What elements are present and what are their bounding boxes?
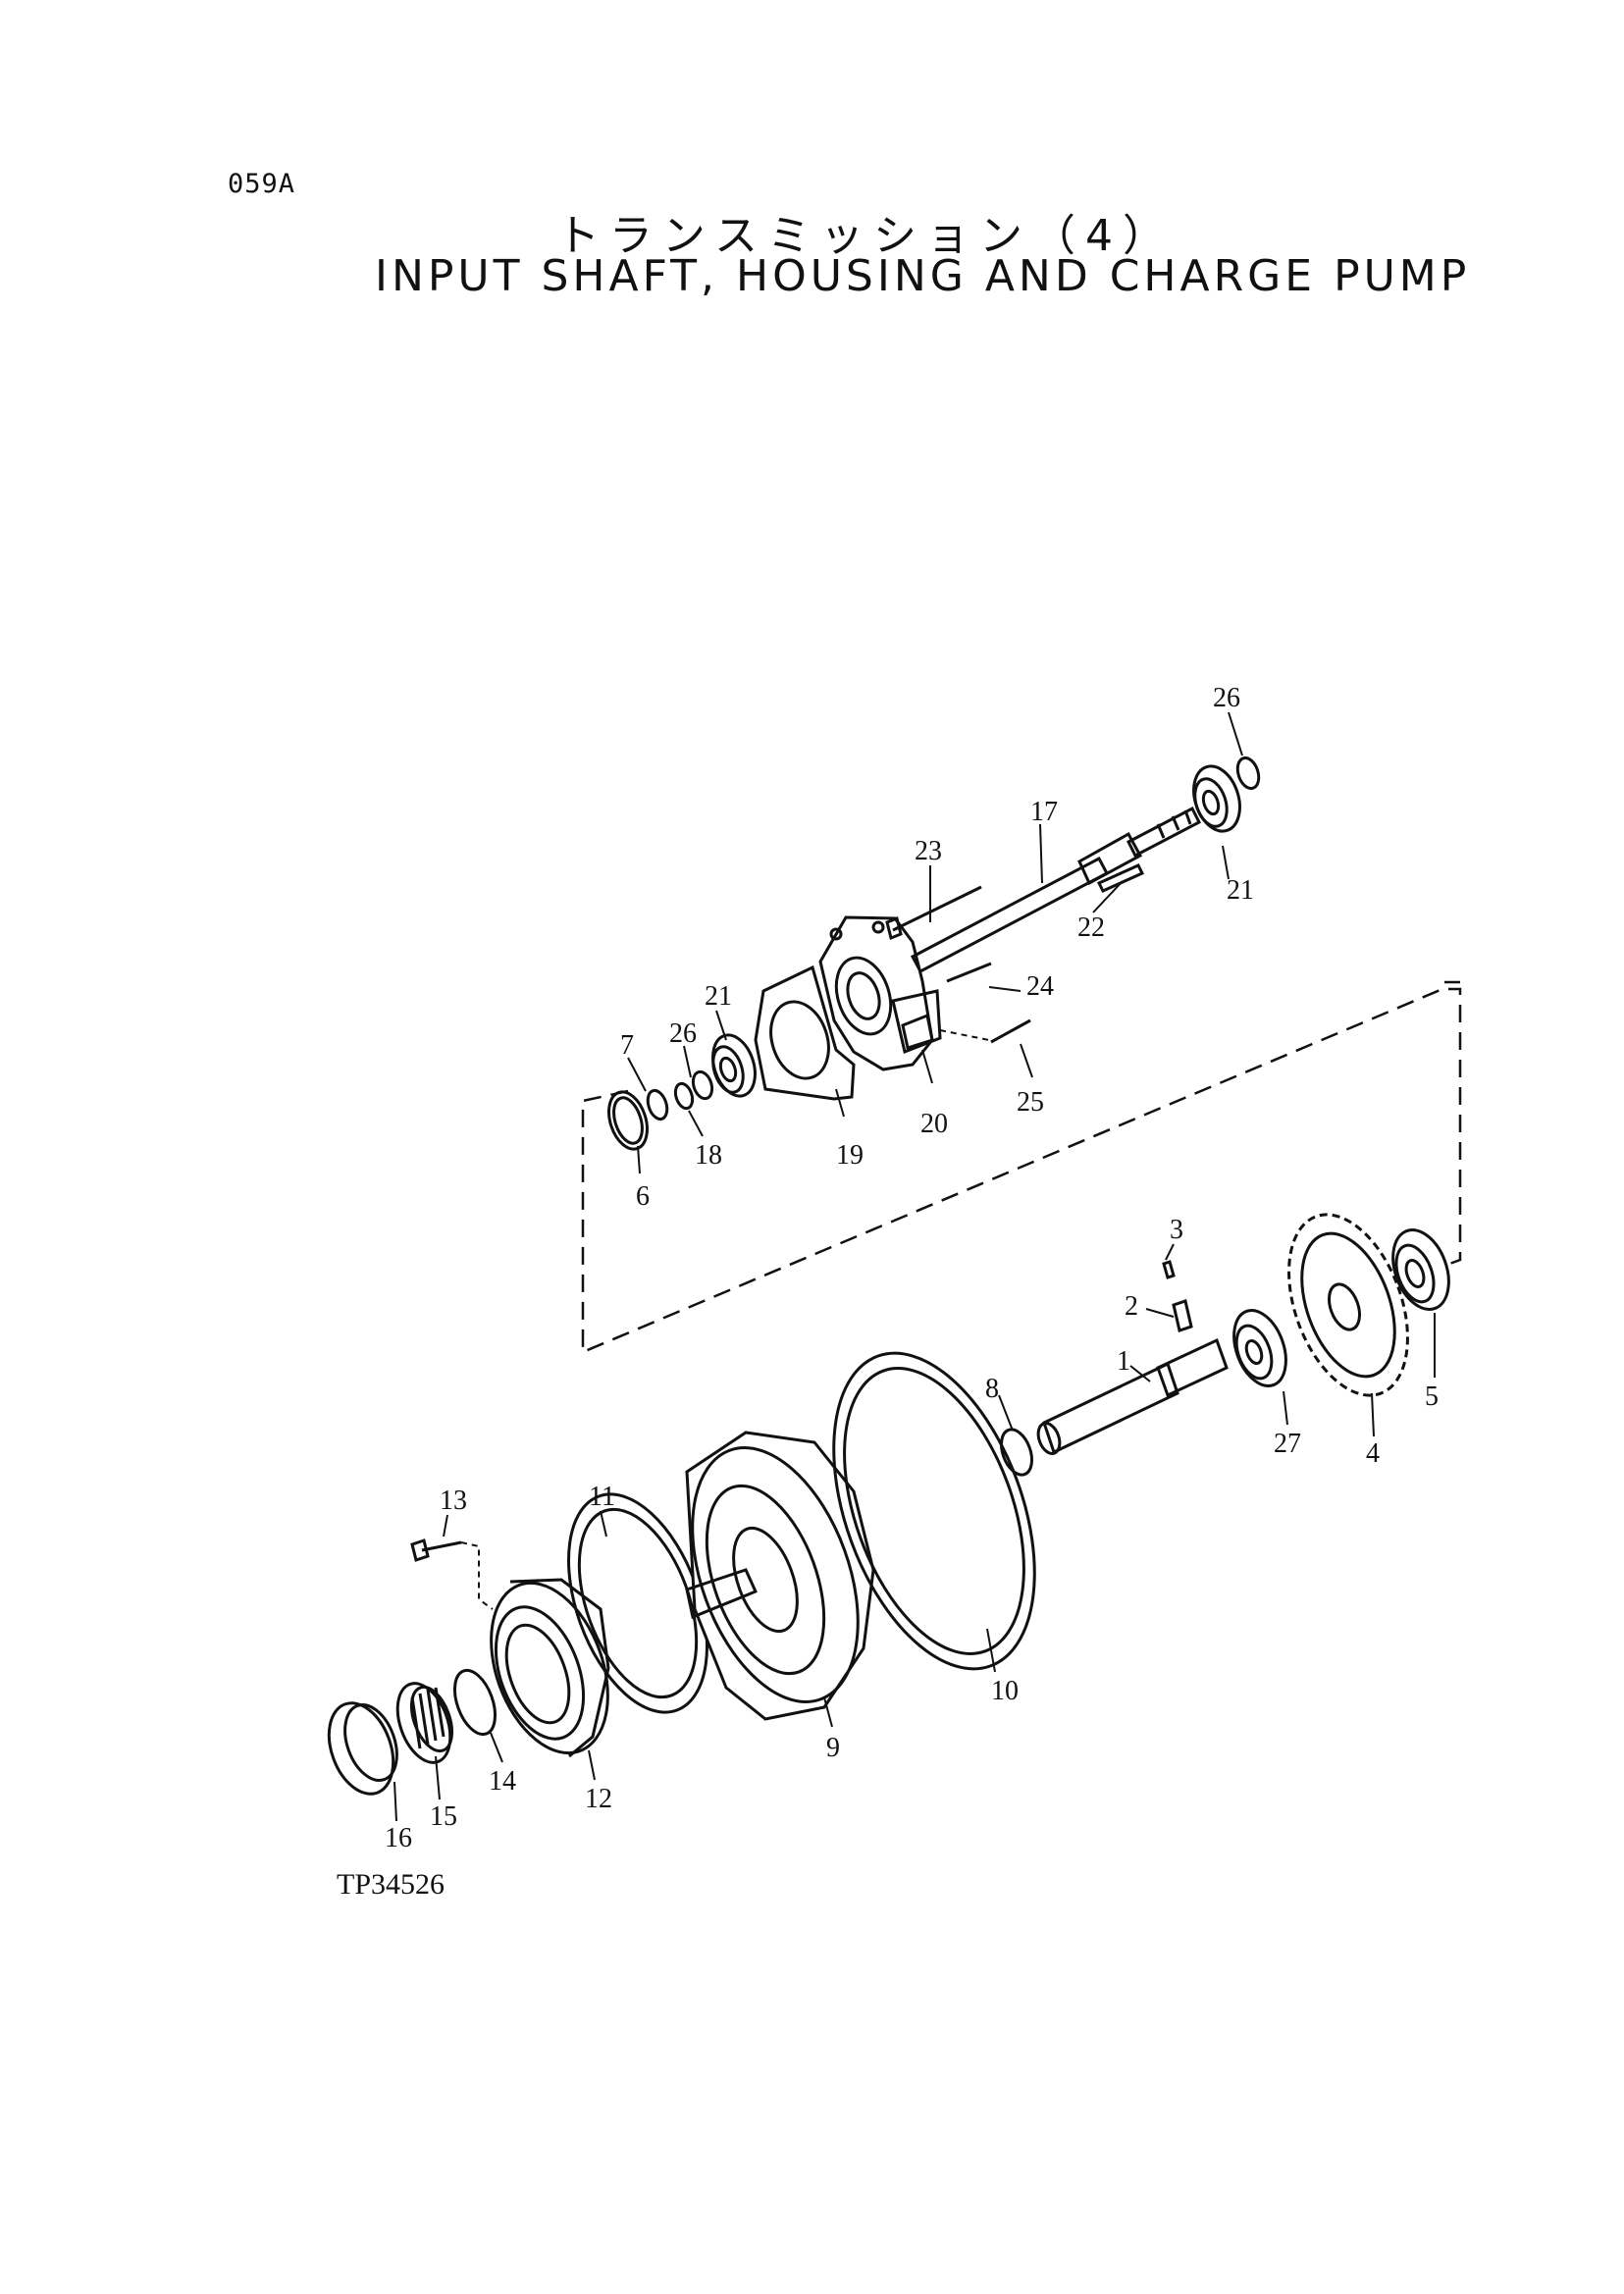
part-4-gear: [1287, 1213, 1409, 1397]
part-15-bearing-cone: [395, 1682, 454, 1764]
part-20-pump-housing: [818, 915, 942, 1071]
part-17-input-shaft-upper: [910, 806, 1202, 974]
callout-23: 23: [915, 836, 942, 866]
leader-lines: [393, 711, 1436, 1822]
part-26-o-ring-right: [1235, 756, 1261, 791]
callout-6: 6: [636, 1181, 650, 1212]
part-27-bearing: [1232, 1309, 1287, 1387]
callout-26-left: 26: [669, 1018, 697, 1049]
part-21-bearing-left: [711, 1033, 757, 1098]
part-25-bolt: [939, 1018, 1031, 1044]
callout-11: 11: [589, 1482, 615, 1512]
callout-21-right: 21: [1227, 875, 1254, 906]
part-8-o-ring: [999, 1428, 1034, 1477]
callout-14: 14: [489, 1766, 516, 1797]
callout-15: 15: [430, 1801, 457, 1832]
title-english: INPUT SHAFT, HOUSING AND CHARGE PUMP: [375, 251, 1471, 301]
callout-20: 20: [920, 1109, 948, 1139]
callout-10: 10: [991, 1676, 1019, 1706]
title-japanese: トランスミッション（4）: [555, 211, 1177, 261]
part-2-key: [1172, 1299, 1193, 1332]
callout-5: 5: [1425, 1382, 1439, 1412]
part-10-gasket: [832, 1351, 1036, 1671]
part-26-o-ring-left: [691, 1069, 714, 1101]
part-16-bearing-cup: [327, 1701, 398, 1796]
part-19-gasket: [754, 965, 856, 1101]
part-5-bearing: [1391, 1228, 1450, 1311]
callout-2: 2: [1125, 1291, 1138, 1322]
part-14-snap-ring: [452, 1668, 498, 1737]
callout-24: 24: [1026, 971, 1054, 1002]
part-24-bolt: [946, 962, 992, 983]
assembly-connection-dashed-line: [581, 980, 1462, 1354]
part-7-o-ring: [646, 1088, 669, 1121]
callout-18: 18: [695, 1140, 722, 1171]
part-23-bolt: [885, 885, 982, 941]
callout-26-right: 26: [1213, 683, 1240, 713]
part-1-input-shaft: [1036, 1337, 1229, 1455]
callout-4: 4: [1366, 1438, 1380, 1469]
callout-27: 27: [1274, 1429, 1301, 1459]
callout-8: 8: [985, 1374, 999, 1404]
callout-25: 25: [1017, 1087, 1044, 1118]
part-18-o-ring: [673, 1081, 695, 1111]
callout-16: 16: [385, 1823, 412, 1853]
callout-9: 9: [826, 1733, 840, 1763]
part-13-bolt: [410, 1538, 494, 1610]
callout-7: 7: [620, 1030, 634, 1061]
callout-19: 19: [836, 1140, 864, 1171]
part-22-key: [1096, 863, 1145, 893]
part-6-ring: [607, 1090, 649, 1151]
callout-21-left: 21: [705, 981, 732, 1012]
callout-12: 12: [585, 1784, 612, 1814]
part-21-bearing-right: [1192, 764, 1241, 833]
figure-reference: TP34526: [337, 1868, 445, 1901]
callout-13: 13: [440, 1486, 467, 1516]
part-9-pump-housing: [685, 1431, 875, 1721]
callout-3: 3: [1170, 1215, 1183, 1245]
callout-22: 22: [1077, 912, 1105, 943]
callout-1: 1: [1117, 1346, 1130, 1377]
part-12-carrier-hub: [490, 1578, 610, 1758]
callout-17: 17: [1030, 797, 1058, 827]
part-3-pin: [1162, 1260, 1176, 1279]
page-code: 059A: [228, 169, 296, 199]
